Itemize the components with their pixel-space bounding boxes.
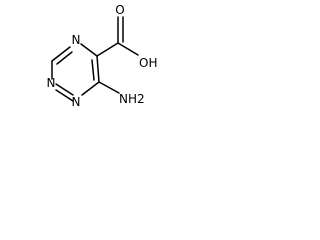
bond-ring-c6-n1 xyxy=(81,81,100,96)
bond-c5-carboxyl xyxy=(96,42,119,57)
bond-ring-c5-c6 xyxy=(96,55,100,83)
chemical-structure: N N N O OH NH2 xyxy=(47,3,158,109)
bond-ring-n1-n2 xyxy=(55,83,74,96)
bond-c6-amine xyxy=(98,81,120,94)
atom-label-carbonyl-o: O xyxy=(115,3,124,17)
bond-carboxyl-hydroxyl xyxy=(117,42,139,56)
atom-label-amine: NH2 xyxy=(119,92,145,106)
bond-ring-c6-c6-inner xyxy=(91,59,95,81)
bond-ring-c3-n4 xyxy=(51,46,71,62)
bond-ring-n4-c5 xyxy=(80,43,98,57)
bond-ring-c3-n4-inner xyxy=(56,51,73,65)
atom-label-n-bottom: N xyxy=(72,95,81,109)
bond-ring-n1-n2-inner xyxy=(55,89,74,102)
atom-label-hydroxyl: OH xyxy=(139,56,157,70)
atom-label-n-top: N xyxy=(72,33,81,47)
atom-label-n-left: N xyxy=(47,76,56,90)
